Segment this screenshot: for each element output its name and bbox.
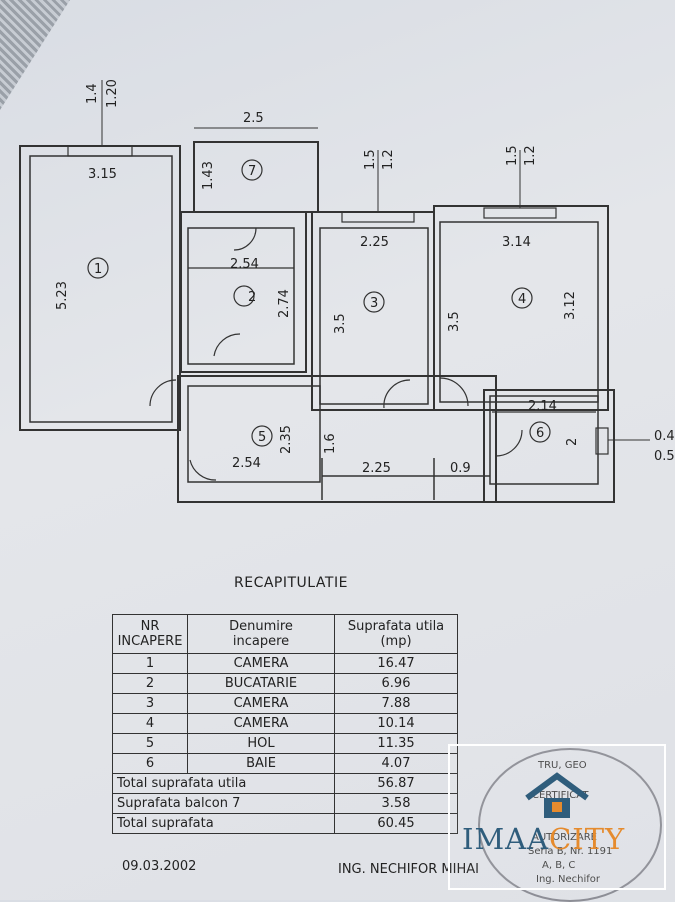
row-name: HOL [187, 733, 335, 754]
engineer-name: ING. NECHIFOR MIHAI [338, 862, 479, 877]
dim-0-9: 0.9 [450, 461, 471, 476]
row-nr: 2 [112, 673, 188, 694]
dim-1-43: 1.43 [201, 161, 216, 190]
table-row: 6 BAIE 4.07 [112, 753, 458, 774]
room-1-outline [19, 145, 181, 431]
total-value: 3.58 [334, 793, 458, 814]
floor-plan: 1.4 1.20 2.5 1.43 1.5 1.2 1.5 1.2 3.15 2… [19, 79, 675, 503]
dim-3-12: 3.12 [563, 291, 578, 320]
total-row: Total suprafata 60.45 [112, 813, 458, 834]
room-6-outline [483, 389, 615, 503]
total-label: Suprafata balcon 7 [112, 793, 335, 814]
document-date: 09.03.2002 [122, 859, 197, 874]
recap-title: RECAPITULATIE [234, 575, 348, 591]
dim-3-15: 3.15 [88, 167, 117, 182]
table-row: 4 CAMERA 10.14 [112, 713, 458, 734]
dim-2: 2 [565, 438, 580, 446]
total-label: Total suprafata [112, 813, 335, 834]
total-value: 60.45 [334, 813, 458, 834]
stamp-line1: CERTIFICAT [532, 790, 589, 801]
dim-2-5: 2.5 [243, 111, 264, 126]
room-2-outline [180, 211, 307, 373]
row-nr: 1 [112, 653, 188, 674]
total-value: 56.87 [334, 773, 458, 794]
header-nr-text: NR INCAPERE [117, 619, 183, 649]
row-name: CAMERA [187, 713, 335, 734]
row-nr: 4 [112, 713, 188, 734]
dim-1-6: 1.6 [323, 433, 338, 454]
room-5-outline [177, 375, 497, 503]
room-label-7: 7 [248, 164, 256, 179]
row-nr: 3 [112, 693, 188, 714]
row-area: 6.96 [334, 673, 458, 694]
dim-2-54-bottom: 2.54 [232, 456, 261, 471]
stamp-arc-text: TRU, GEO [538, 760, 587, 771]
dim-5-23: 5.23 [55, 281, 70, 310]
row-name: CAMERA [187, 653, 335, 674]
house-logo-icon [525, 772, 589, 818]
dim-2-74: 2.74 [277, 289, 292, 318]
recap-table: NR INCAPERE Denumire incapere Suprafata … [112, 614, 458, 834]
row-name: BAIE [187, 753, 335, 774]
dim-1-2-left: 1.2 [381, 149, 396, 170]
dim-1-2-right: 1.2 [523, 145, 538, 166]
table-row: 2 BUCATARIE 6.96 [112, 673, 458, 694]
dim-1-5-right: 1.5 [505, 145, 520, 166]
table-row: 3 CAMERA 7.88 [112, 693, 458, 714]
header-name: Denumire incapere [187, 614, 335, 654]
recap-header-row: NR INCAPERE Denumire incapere Suprafata … [112, 614, 458, 654]
logo-accent: CITY [549, 822, 626, 856]
row-area: 11.35 [334, 733, 458, 754]
header-area-text: Suprafata utila (mp) [347, 619, 445, 649]
room-label-2: 2 [248, 290, 256, 305]
room-label-1: 1 [94, 262, 102, 277]
row-nr: 6 [112, 753, 188, 774]
room-label-4: 4 [518, 292, 526, 307]
dim-2-35: 2.35 [279, 425, 294, 454]
row-name: BUCATARIE [187, 673, 335, 694]
dim-2-54-top: 2.54 [230, 257, 259, 272]
table-row: 1 CAMERA 16.47 [112, 653, 458, 674]
stamp-line3: Seria B, Nr. 1191 [528, 846, 613, 857]
dim-2-25-top: 2.25 [360, 235, 389, 250]
header-nr: NR INCAPERE [112, 614, 188, 654]
row-area: 7.88 [334, 693, 458, 714]
watermark-logo-text: IMAACITY [462, 822, 625, 856]
dim-2-14: 2.14 [528, 399, 557, 414]
stamp-line5: Ing. Nechifor [536, 874, 600, 885]
dim-3-14: 3.14 [502, 235, 531, 250]
row-nr: 5 [112, 733, 188, 754]
total-label: Total suprafata utila [112, 773, 335, 794]
dim-2-25-bottom: 2.25 [362, 461, 391, 476]
room-label-5: 5 [258, 430, 266, 445]
total-row: Suprafata balcon 7 3.58 [112, 793, 458, 814]
dim-0-4: 0.4 [654, 429, 675, 444]
row-area: 4.07 [334, 753, 458, 774]
row-area: 16.47 [334, 653, 458, 674]
room-4-outline [433, 205, 609, 411]
header-area: Suprafata utila (mp) [334, 614, 458, 654]
table-row: 5 HOL 11.35 [112, 733, 458, 754]
dim-0-5: 0.5 [654, 449, 675, 464]
logo-main: IMAA [462, 822, 550, 856]
row-name: CAMERA [187, 693, 335, 714]
room-label-3: 3 [370, 296, 378, 311]
header-name-text: Denumire incapere [229, 619, 293, 649]
dim-top-1-20: 1.20 [105, 79, 120, 108]
dim-1-5-left: 1.5 [363, 149, 378, 170]
dim-3-5-room4: 3.5 [447, 311, 462, 332]
stamp-line2: AUTORIZARE [532, 832, 597, 843]
stamp-line4: A, B, C [542, 860, 576, 871]
row-area: 10.14 [334, 713, 458, 734]
room-label-6: 6 [536, 426, 544, 441]
total-row: Total suprafata utila 56.87 [112, 773, 458, 794]
dim-top-1-4: 1.4 [85, 83, 100, 104]
dim-3-5-room3: 3.5 [333, 313, 348, 334]
